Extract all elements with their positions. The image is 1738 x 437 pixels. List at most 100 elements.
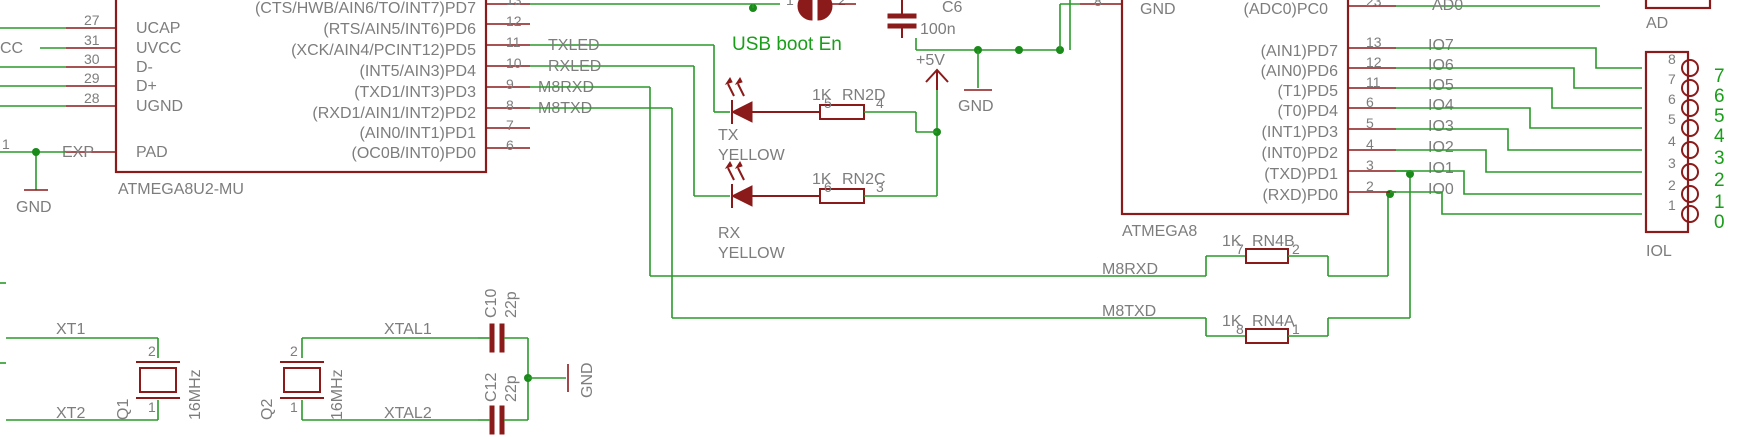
iol-connector: IOL 8 7 6 5 4 3 2 1 7 6 5 4 3 2 1 0 <box>1644 50 1725 260</box>
iol-pin-num: 2 <box>1668 177 1676 193</box>
u1-right-pin-num: 7 <box>506 117 514 133</box>
u2-right-pin-num: 6 <box>1366 94 1374 110</box>
u2-body <box>1120 0 1350 216</box>
u2-right-pin-num: 12 <box>1366 54 1382 70</box>
rn2d-pin-a: 5 <box>824 95 832 111</box>
u1-right-pin-num: 12 <box>506 13 522 29</box>
rn2c-value: 1K <box>812 171 832 188</box>
iol-bit-label: 1 <box>1714 192 1725 213</box>
iol-name: IOL <box>1646 243 1672 260</box>
c12-name: C12 <box>483 373 500 402</box>
u1-right-pin-label: (RXD1/AIN1/INT2)PD2 <box>312 105 476 122</box>
u1-net-labels: TXLED RXLED M8RXD M8TXD <box>538 37 601 117</box>
q2-pin-bottom: 1 <box>290 399 298 415</box>
u1-left-pin-label: D- <box>136 59 153 76</box>
u1-right-pin-label: (OC0B/INT0)PD0 <box>352 145 477 162</box>
iol-bit-label: 4 <box>1714 126 1725 147</box>
rn4b-pin-b: 2 <box>1292 241 1300 257</box>
tx-led-name: TX <box>718 127 739 144</box>
u1-left-pins: 27 31 30 29 28 1 UCAP UVCC D- D+ UGND PA… <box>2 12 183 161</box>
c6-value: 100n <box>920 21 956 38</box>
u1-left-pin-label: D+ <box>136 78 157 95</box>
q2-name: Q2 <box>259 399 276 420</box>
rn4a-pin-b: 1 <box>1292 321 1300 337</box>
u1-right-pin-label: (CTS/HWB/AIN6/TO/INT7)PD7 <box>255 0 476 17</box>
u2-chip: ATMEGA8 8 GND (ADC0)PC0 23 AD0 <box>1080 0 1600 240</box>
q2-pin-top: 2 <box>290 343 298 359</box>
u2-right-pin-label: (RXD)PD0 <box>1262 187 1338 204</box>
u2-right-pins: 13 12 11 6 5 4 3 2 (AIN1)PD7 (AIN0)PD6 (… <box>1261 34 1396 204</box>
io-net-label: IO6 <box>1428 57 1454 74</box>
iol-pin-num: 7 <box>1668 71 1676 87</box>
rx-led-name: RX <box>718 225 741 242</box>
xt1-net-label: XT1 <box>56 321 85 338</box>
u1-left-pin-num: 27 <box>84 12 100 28</box>
rn4b-name: RN4B <box>1252 233 1295 250</box>
rn2d-pin-b: 4 <box>876 95 884 111</box>
u2-right-pin-num: 3 <box>1366 157 1374 173</box>
iol-pin-num: 5 <box>1668 111 1676 127</box>
u2-right-pin-label: (INT1)PD3 <box>1262 124 1339 141</box>
u2-gnd-pin-label: GND <box>1140 1 1176 18</box>
rn4a-name: RN4A <box>1252 313 1295 330</box>
iol-pin-num: 4 <box>1668 133 1676 149</box>
iol-bit-label: 0 <box>1714 212 1725 233</box>
u1-right-pin-label: (XCK/AIN4/PCINT12)PD5 <box>291 42 476 59</box>
q1-pin-top: 2 <box>148 343 156 359</box>
io-net-label: IO2 <box>1428 139 1454 156</box>
jumper-pin-left: 1 <box>786 0 794 8</box>
u1-right-pin-num: 10 <box>506 55 522 71</box>
u1-left-pin-label: UVCC <box>136 40 181 57</box>
iol-bit-label: 5 <box>1714 106 1725 127</box>
u1-name: ATMEGA8U2-MU <box>118 181 244 198</box>
u2-right-pin-num: 2 <box>1366 178 1374 194</box>
u1-left-pin-num: 28 <box>84 90 100 106</box>
io-net-label: IO7 <box>1428 37 1454 54</box>
u2-left-pin-num: 8 <box>1094 0 1102 9</box>
u1-right-pin-label: (AIN0/INT1)PD1 <box>360 125 477 142</box>
ad-name: AD <box>1646 15 1668 32</box>
c12-value: 22p <box>503 375 520 402</box>
q1-name: Q1 <box>115 399 132 420</box>
ad-connector: AD <box>1644 0 1712 32</box>
iol-bit-label: 3 <box>1714 148 1725 169</box>
q1-freq: 16MHz <box>187 369 204 420</box>
u2-right-pin-label: (AIN0)PD6 <box>1261 63 1338 80</box>
left-edge-wires: CC GND <box>0 27 66 364</box>
gnd-label-c6: GND <box>958 98 994 115</box>
crystal-q1: XT1 XT2 2 1 Q1 16MHz <box>6 321 204 422</box>
plus5v-label: +5V <box>916 52 945 69</box>
u2-name: ATMEGA8 <box>1122 223 1197 240</box>
rxled-net-label: RXLED <box>548 58 601 75</box>
m8rxd-net-label-2: M8RXD <box>1102 261 1158 278</box>
u2-right-pin-label: (T0)PD4 <box>1278 103 1339 120</box>
u2-pc0-label: (ADC0)PC0 <box>1244 1 1329 18</box>
gnd-label-xtal: GND <box>579 362 596 398</box>
crystal-q2: XTAL1 XTAL2 2 1 Q2 16MHz <box>259 321 478 422</box>
txled-net-label: TXLED <box>548 37 600 54</box>
io-net-label: IO4 <box>1428 97 1454 114</box>
u2-right-pin-num: 5 <box>1366 115 1374 131</box>
c10-name: C10 <box>483 289 500 318</box>
rn4a-pin-a: 8 <box>1236 321 1244 337</box>
rn2d-value: 1K <box>812 87 832 104</box>
u2-pc0-num: 23 <box>1366 0 1382 9</box>
m8txd-net-label-2: M8TXD <box>1102 303 1156 320</box>
iol-pin-num: 3 <box>1668 155 1676 171</box>
rn2c-pin-b: 3 <box>876 179 884 195</box>
xtal2-net-label: XTAL2 <box>384 405 432 422</box>
gnd-label-u1: GND <box>16 199 52 216</box>
u1-left-pin-label: UGND <box>136 98 183 115</box>
c6-capacitor: C6 100n GND <box>887 0 1080 115</box>
u2-right-pin-num: 13 <box>1366 34 1382 50</box>
usb-boot-label: USB boot En <box>732 34 842 55</box>
u2-right-pin-label: (INT0)PD2 <box>1262 145 1339 162</box>
tx-led-branch: TX YELLOW 1K RN2D 5 4 <box>530 44 937 164</box>
u1-right-pin-num: 13 <box>506 0 522 8</box>
rx-led-branch: RX YELLOW 1K RN2C 6 3 <box>530 65 937 262</box>
u1-left-pin-num: 31 <box>84 32 100 48</box>
u1-left-pin-label: PAD <box>136 144 168 161</box>
rn4a-value: 1K <box>1222 313 1242 330</box>
u2-right-pin-num: 4 <box>1366 136 1374 152</box>
